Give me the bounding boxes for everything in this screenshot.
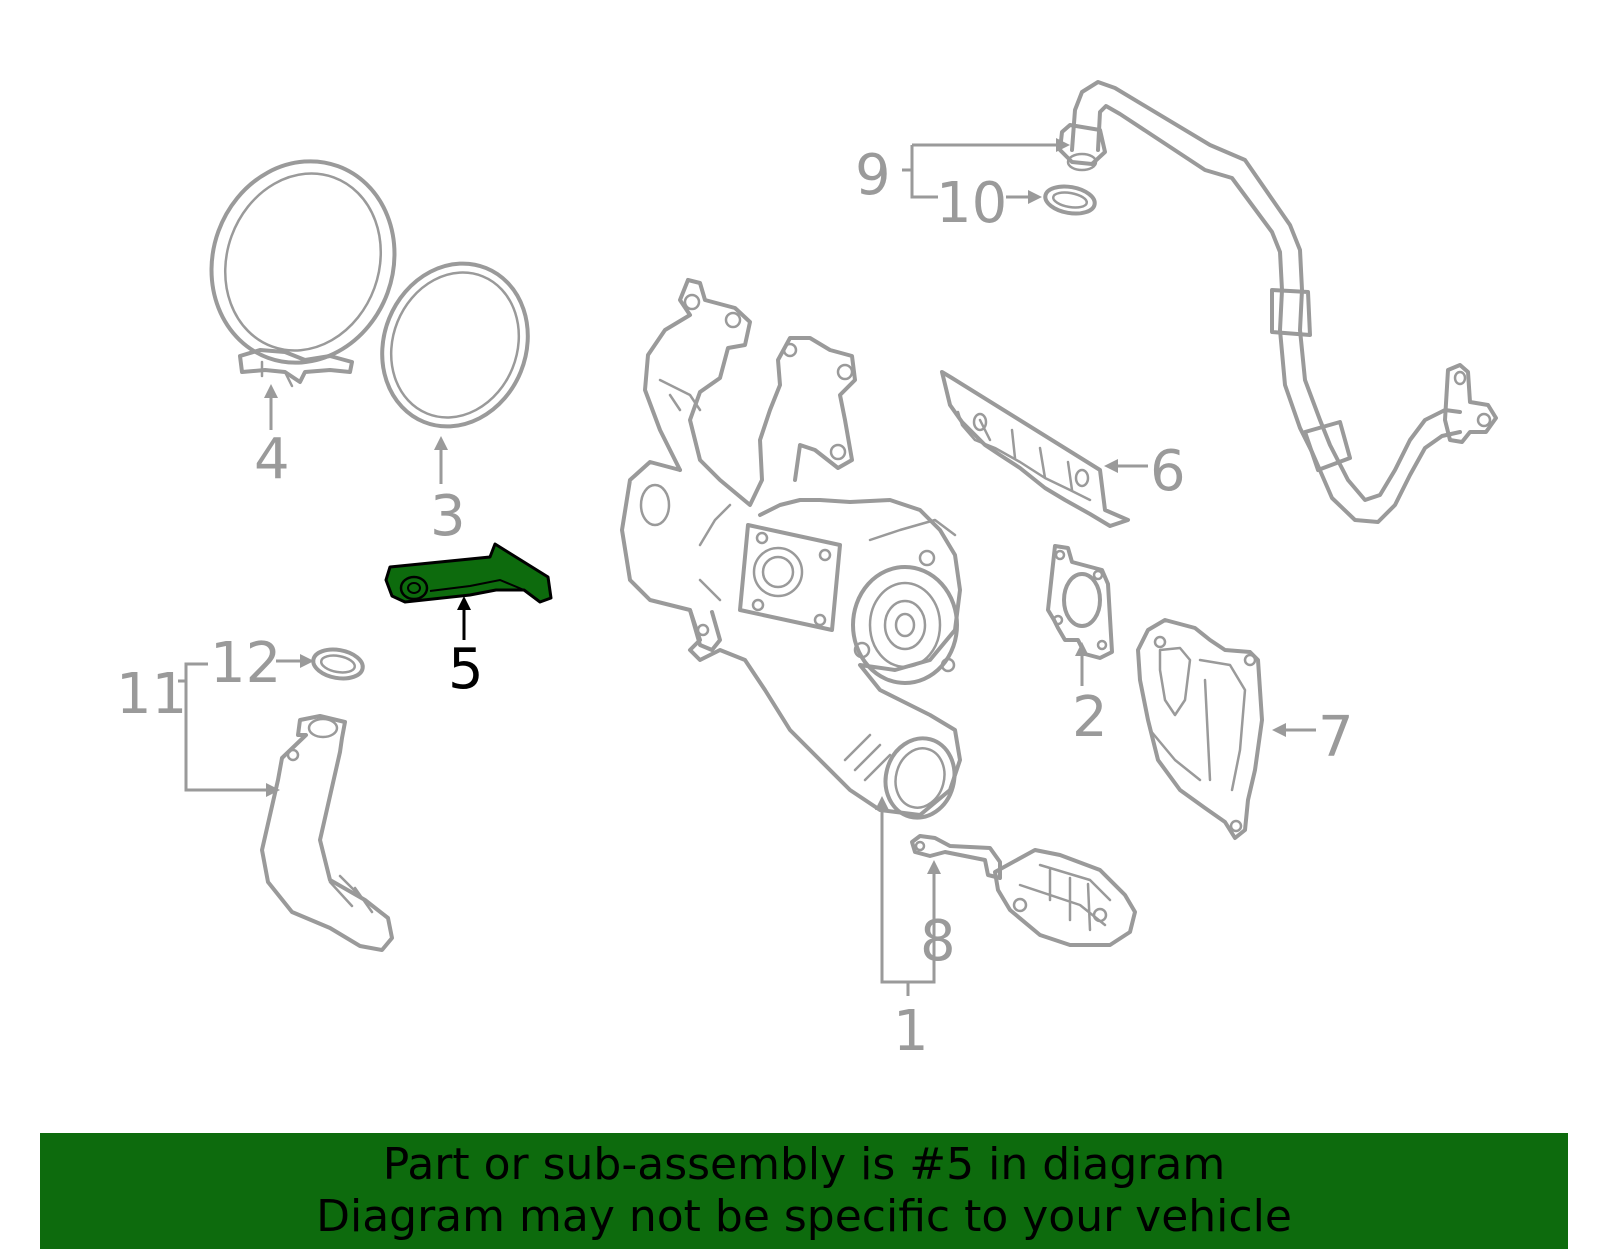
callout-6-leader [1104, 459, 1148, 473]
part-7-heat-shield-plate [1136, 618, 1264, 840]
part-5-bracket-highlighted [384, 542, 553, 604]
callout-6: 6 [1150, 439, 1186, 504]
part-6-heat-shield [940, 370, 1130, 528]
callout-4: 4 [254, 427, 290, 492]
part-4-clamp [209, 159, 397, 388]
part-1-turbocharger [620, 278, 962, 820]
callout-9-10-leader [902, 138, 1070, 204]
callout-1-leader [875, 796, 941, 996]
callout-10: 10 [936, 171, 1007, 236]
callout-12-leader [276, 654, 314, 668]
part-11-coolant-pipe [260, 714, 394, 952]
callout-9: 9 [855, 143, 891, 208]
part-8-actuator [910, 834, 1137, 947]
callout-7-leader [1272, 723, 1316, 737]
callout-3-leader [434, 436, 448, 484]
callout-5-leader [457, 596, 471, 640]
callout-7: 7 [1318, 705, 1354, 770]
callout-8: 8 [920, 909, 956, 974]
callout-12: 12 [210, 631, 281, 696]
callout-11-leader [178, 662, 280, 797]
part-2-flange-gasket [1046, 544, 1114, 660]
info-banner: Part or sub-assembly is #5 in diagram Di… [40, 1133, 1568, 1249]
banner-line-2: Diagram may not be specific to your vehi… [316, 1191, 1292, 1242]
part-10-o-ring [1043, 184, 1097, 216]
callout-2-leader [1075, 642, 1089, 686]
callout-4-leader [264, 384, 278, 430]
part-3-gasket [380, 261, 530, 429]
part-9-oil-line [1058, 80, 1498, 524]
callout-5: 5 [448, 637, 484, 702]
callout-2: 2 [1072, 685, 1108, 750]
callout-3: 3 [430, 484, 466, 549]
banner-line-1: Part or sub-assembly is #5 in diagram [382, 1139, 1226, 1190]
callout-1: 1 [893, 999, 929, 1064]
part-12-o-ring [311, 647, 365, 681]
callout-11: 11 [116, 662, 187, 727]
